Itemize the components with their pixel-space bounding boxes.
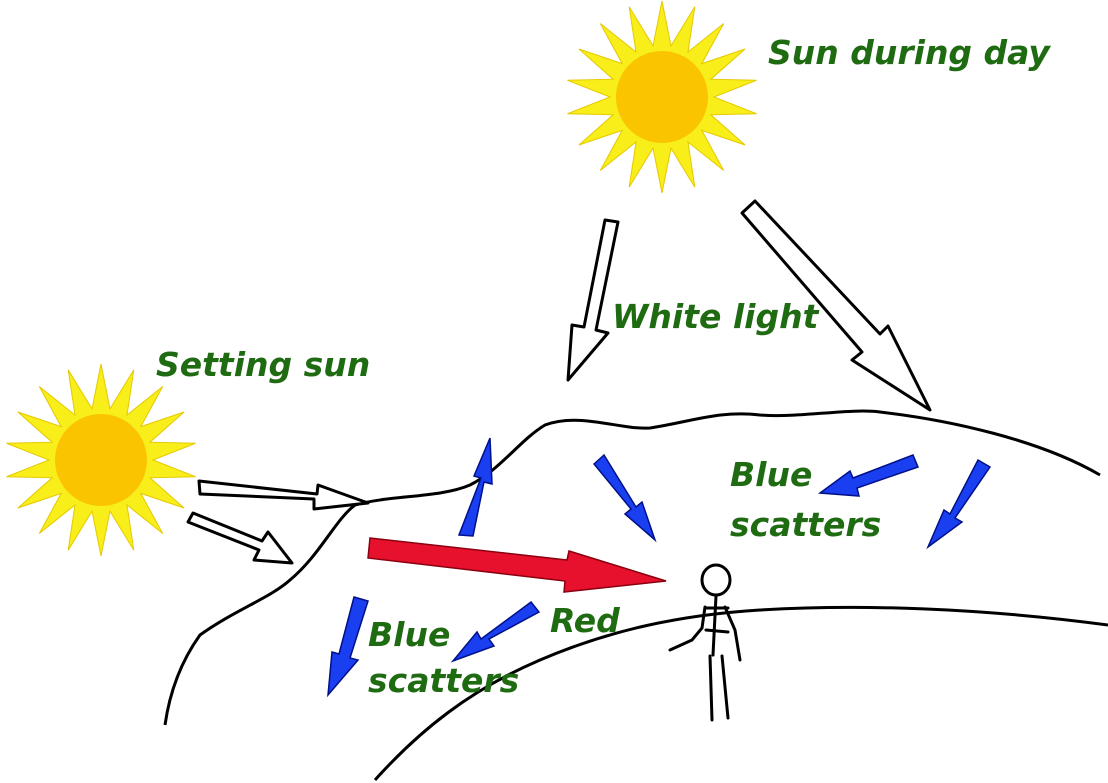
- white-light-arrow-diagonal: [740, 199, 932, 412]
- blue-scatter-arrow-down-left: [327, 596, 369, 698]
- blue-scatter-arrow-left-lower: [450, 600, 541, 663]
- blue-scatter-arrow-up: [457, 437, 493, 537]
- atmosphere-outline: [163, 409, 1101, 726]
- blue-scatter-arrow-down-right: [926, 458, 992, 550]
- label-white-light: White light: [612, 297, 819, 336]
- sun-core: [616, 51, 708, 143]
- setting-light-arrow-lower: [186, 511, 294, 565]
- label-blue-scatters-left-line2: scatters: [368, 661, 520, 700]
- label-blue-scatters-right-line1: Blue: [730, 455, 813, 494]
- setting-light-arrow-upper: [197, 479, 370, 511]
- label-setting-sun: Setting sun: [156, 345, 371, 384]
- blue-scatter-arrow-left-right: [817, 454, 919, 497]
- sun-core: [55, 414, 147, 506]
- sun-during-day: [567, 0, 757, 194]
- label-blue-scatters-right-line2: scatters: [730, 505, 882, 544]
- label-blue-scatters-left-line1: Blue: [368, 615, 451, 654]
- setting-sun: [6, 363, 196, 557]
- stick-figure-icon: [668, 563, 742, 722]
- label-sun-during-day: Sun during day: [768, 33, 1050, 72]
- ground-outline: [373, 605, 1108, 782]
- red-light-arrow: [367, 537, 667, 593]
- white-light-arrow-down: [566, 218, 620, 382]
- label-red: Red: [550, 601, 620, 640]
- blue-scatter-arrow-down-center: [592, 453, 657, 543]
